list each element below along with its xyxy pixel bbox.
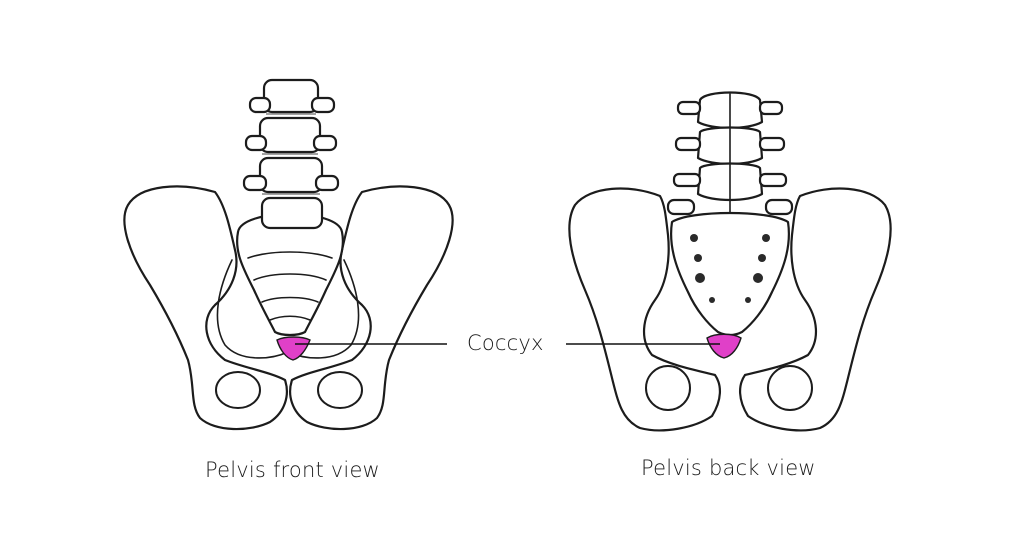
front-coccyx	[276, 336, 311, 361]
back-left-ilium	[568, 187, 721, 432]
back-vertebra-1-right-process	[758, 100, 784, 116]
front-left-ilium	[123, 185, 288, 431]
front-right-obturator	[317, 371, 363, 409]
front-left-obturator	[215, 371, 261, 409]
front-vertebra-3-left-process	[242, 174, 268, 192]
back-sacral-foramen-2	[762, 234, 770, 242]
back-left-obturator	[645, 365, 691, 411]
front-vertebra-1-right-process	[310, 96, 336, 114]
front-disc-hatch	[262, 113, 320, 195]
back-vertebra-2-right-process	[758, 136, 786, 152]
back-sacral-foramen-6	[753, 273, 763, 283]
back-vertebra-1-left-process	[676, 100, 702, 116]
front-right-ilium	[289, 185, 454, 431]
front-sacral-ridge-1	[247, 251, 333, 259]
back-vertebra-4-right-process	[764, 198, 794, 216]
back-coccyx	[706, 333, 742, 359]
front-vertebra-2	[258, 116, 322, 154]
back-view-caption: Pelvis back view	[641, 456, 816, 480]
back-sacrum	[670, 211, 790, 337]
back-sacral-foramen-4	[758, 254, 766, 262]
back-sacral-foramen-8	[745, 297, 751, 303]
back-sacral-foramen-5	[695, 273, 705, 283]
front-vertebra-1-left-process	[248, 96, 272, 114]
front-lumbar-spine	[242, 78, 340, 230]
front-sacral-ridge-2	[253, 273, 327, 281]
pelvis-front-view	[123, 78, 454, 431]
back-lumbar-spine	[666, 91, 794, 216]
back-right-obturator	[767, 365, 813, 411]
front-sacral-ridge-4	[269, 315, 311, 321]
front-vertebra-4	[260, 196, 324, 230]
pelvis-back-view	[568, 91, 892, 432]
back-sacral-foramen-1	[690, 234, 698, 242]
coccyx-label: Coccyx	[467, 331, 544, 355]
front-vertebra-2-right-process	[312, 134, 338, 152]
front-vertebra-3-right-process	[314, 174, 340, 192]
front-sacral-ridge-3	[261, 296, 319, 303]
front-vertebra-2-left-process	[244, 134, 268, 152]
back-vertebra-2-left-process	[674, 136, 702, 152]
front-vertebra-3	[258, 156, 324, 194]
back-sacral-foramen-7	[709, 297, 715, 303]
back-vertebra-3-left-process	[672, 172, 702, 188]
front-vertebra-1	[262, 78, 320, 114]
back-vertebra-4-left-process	[666, 198, 696, 216]
front-view-caption: Pelvis front view	[205, 458, 380, 482]
back-vertebra-3-right-process	[758, 172, 788, 188]
back-sacral-foramen-3	[694, 254, 702, 262]
